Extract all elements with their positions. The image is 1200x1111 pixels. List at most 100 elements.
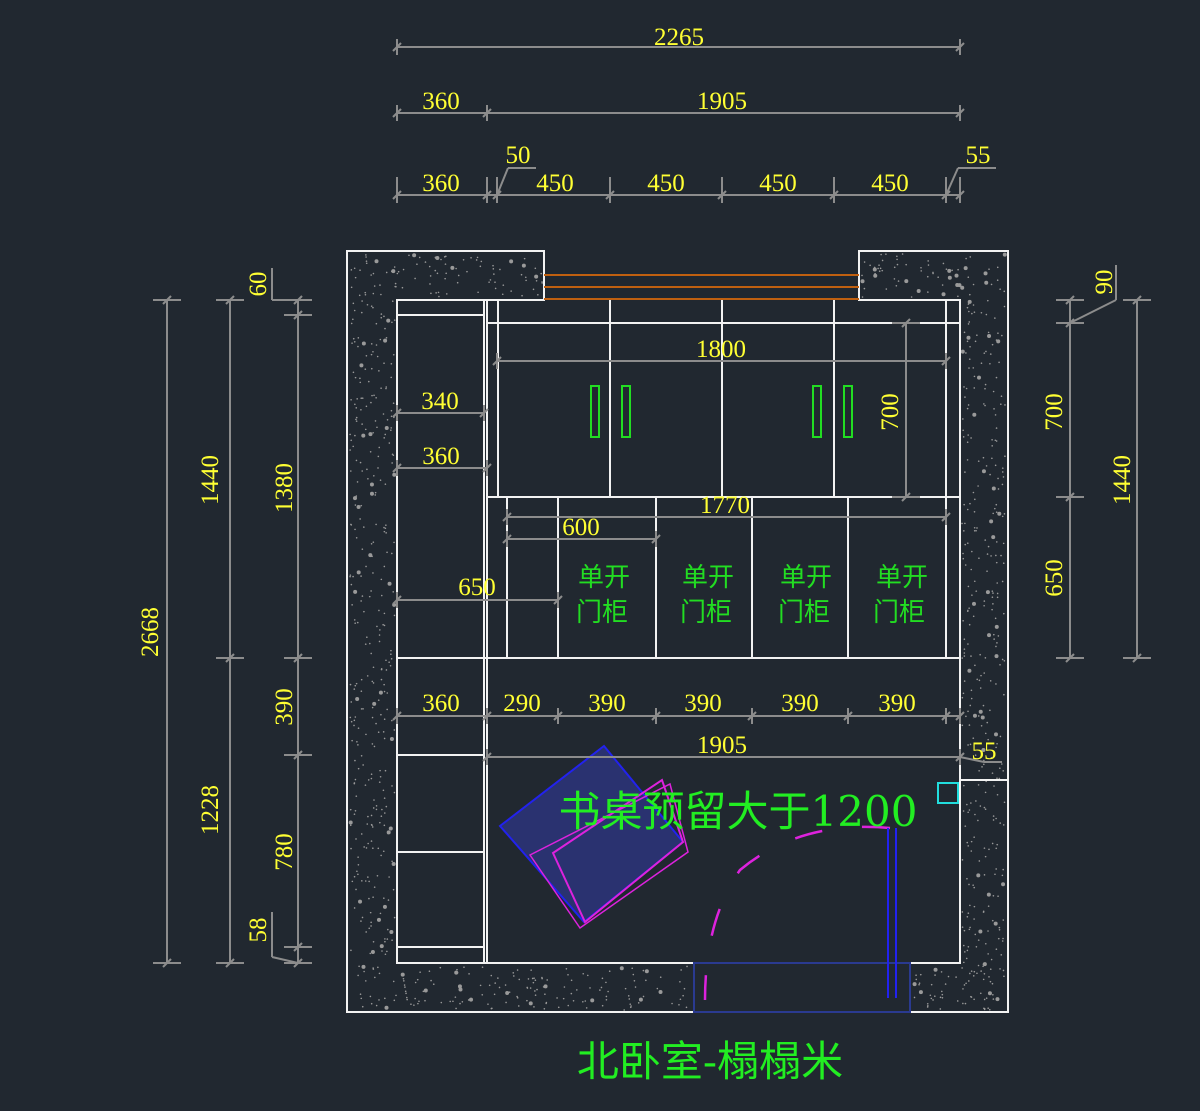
hatch-dot bbox=[386, 830, 391, 835]
dimension-line bbox=[651, 534, 661, 544]
drawing-title: 北卧室-榻榻米 bbox=[577, 1037, 843, 1086]
hatch-dot bbox=[995, 554, 997, 557]
cabinet-labels: 单开 门柜 单开 门柜 单开 门柜 单开 门柜 bbox=[576, 563, 928, 628]
hatch-dot bbox=[994, 439, 997, 442]
hatch-dot bbox=[682, 994, 684, 997]
hatch-dot bbox=[385, 271, 388, 274]
hatch-dot bbox=[947, 975, 950, 978]
hatch-dot bbox=[382, 789, 385, 792]
hatch-dot bbox=[984, 539, 987, 541]
hatch-dot bbox=[477, 291, 479, 294]
dimension-line bbox=[482, 108, 492, 118]
hatch-dot bbox=[919, 973, 922, 976]
hatch-dot bbox=[1002, 937, 1004, 940]
hatch-dot bbox=[985, 590, 990, 595]
hatch-dot bbox=[355, 696, 360, 701]
hatch-dot bbox=[989, 980, 992, 983]
hatch-dot bbox=[974, 340, 977, 343]
hatch-dot bbox=[370, 950, 375, 955]
hatch-dot bbox=[918, 983, 920, 986]
hatch-dot bbox=[980, 724, 983, 727]
hatch-dot bbox=[976, 678, 979, 681]
hatch-dot bbox=[377, 847, 380, 850]
hatch-dot bbox=[685, 1006, 688, 1009]
hatch-dot bbox=[981, 747, 986, 752]
hatch-dot bbox=[355, 418, 357, 421]
hatch-dot bbox=[961, 696, 964, 699]
hatch-dot bbox=[516, 969, 519, 971]
hatch-dot bbox=[381, 950, 383, 952]
hatch-dot bbox=[403, 984, 406, 986]
dim-label: 1905 bbox=[697, 88, 747, 115]
hatch-dot bbox=[422, 990, 425, 993]
hatch-dot bbox=[624, 987, 627, 990]
dimension-line bbox=[941, 711, 951, 721]
dimension-line bbox=[482, 711, 492, 721]
dimension-line bbox=[392, 595, 402, 605]
hatch-dot bbox=[379, 821, 381, 824]
hatch-dot bbox=[975, 800, 977, 802]
dimension-line bbox=[901, 492, 911, 502]
hatch-dot bbox=[999, 822, 1002, 824]
hatch-dot bbox=[990, 555, 992, 557]
hatch-dot bbox=[861, 274, 863, 277]
hatch-dot bbox=[492, 264, 494, 267]
hatch-dot bbox=[372, 431, 374, 434]
hatch-dot bbox=[505, 990, 510, 995]
hatch-dot bbox=[968, 367, 970, 369]
hatch-dot bbox=[991, 438, 993, 441]
hatch-dot bbox=[986, 570, 988, 572]
hatch-dot bbox=[349, 433, 351, 436]
hatch-dot bbox=[983, 759, 985, 762]
hatch-dot bbox=[370, 773, 373, 775]
hatch-dot bbox=[385, 669, 388, 671]
hatch-dot bbox=[940, 990, 943, 993]
hatch-dot bbox=[937, 276, 939, 279]
hatch-dot bbox=[967, 980, 970, 982]
hatch-dot bbox=[939, 1008, 942, 1010]
hatch-dot bbox=[991, 343, 994, 346]
hatch-dot bbox=[642, 969, 645, 972]
hatch-dot bbox=[982, 965, 984, 968]
hatch-dot bbox=[380, 594, 383, 597]
hatch-dot bbox=[376, 874, 379, 877]
hatch-dot bbox=[630, 1005, 632, 1007]
hatch-dot bbox=[370, 921, 372, 924]
hatch-dot bbox=[402, 268, 405, 271]
hatch-dot bbox=[961, 724, 964, 727]
hatch-dot bbox=[352, 318, 354, 321]
hatch-dot bbox=[502, 284, 505, 286]
hatch-dot bbox=[981, 469, 986, 474]
hatch-dot bbox=[586, 974, 589, 977]
hatch-dot bbox=[599, 989, 601, 991]
hatch-dot bbox=[982, 704, 985, 707]
hatch-dot bbox=[383, 718, 386, 721]
hatch-dot bbox=[480, 260, 483, 263]
hatch-dot bbox=[961, 967, 963, 969]
hatch-dot bbox=[638, 997, 643, 1002]
hatch-dot bbox=[521, 263, 526, 268]
hatch-dot bbox=[508, 991, 511, 993]
hatch-dot bbox=[493, 993, 496, 996]
hatch-dot bbox=[370, 840, 373, 842]
hatch-dot bbox=[361, 433, 366, 438]
hatch-dot bbox=[982, 963, 985, 966]
hatch-dot bbox=[973, 529, 976, 532]
hatch-dot bbox=[996, 843, 999, 846]
hatch-dot bbox=[435, 255, 440, 260]
hatch-dot bbox=[359, 377, 361, 380]
dimension-line bbox=[392, 190, 402, 200]
dimension-line bbox=[955, 711, 965, 721]
hatch-dot bbox=[572, 1000, 575, 1002]
hatch-dot bbox=[972, 713, 977, 718]
hatch-dot bbox=[994, 624, 999, 629]
hatch-dot bbox=[1002, 476, 1005, 478]
hatch-dot bbox=[383, 437, 386, 439]
hatch-dot bbox=[387, 899, 390, 901]
hatch-dot bbox=[354, 809, 357, 812]
hatch-dot bbox=[939, 996, 942, 999]
hatch-dot bbox=[391, 453, 394, 456]
hatch-dot bbox=[973, 510, 976, 513]
hatch-dot bbox=[860, 279, 865, 284]
hatch-dot bbox=[918, 990, 923, 995]
